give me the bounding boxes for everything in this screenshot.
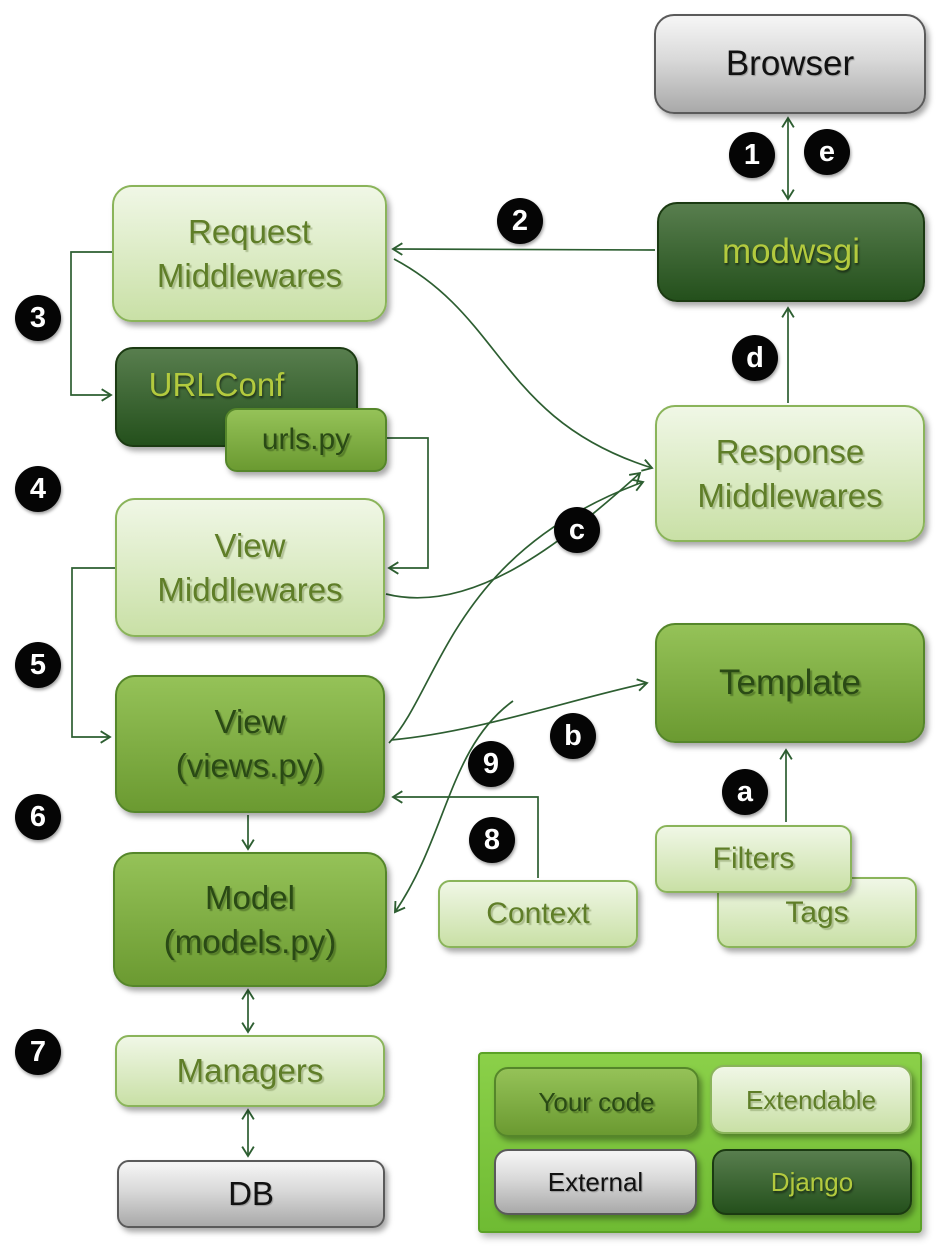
step-badge-5: 5 — [15, 642, 61, 688]
legend-external: External — [494, 1149, 697, 1215]
step-badge-2: 2 — [497, 198, 543, 244]
node-view-middlewares: View Middlewares — [115, 498, 385, 637]
node-context: Context — [438, 880, 638, 948]
step-badge-7: 7 — [15, 1029, 61, 1075]
arrow-view-middlewares-view — [71, 567, 115, 744]
node-template: Template — [655, 623, 925, 743]
curve-request-middlewares-response-middlewares — [393, 258, 654, 472]
node-filters: Filters — [655, 825, 852, 893]
step-badge-a: a — [722, 769, 768, 815]
node-managers: Managers — [115, 1035, 385, 1107]
legend-django: Django — [712, 1149, 912, 1215]
curve-view-template — [390, 678, 649, 741]
arrow-context-view — [391, 790, 539, 878]
node-urls-py: urls.py — [225, 408, 387, 472]
legend-your-code: Your code — [494, 1067, 699, 1137]
step-badge-6: 6 — [15, 794, 61, 840]
node-db: DB — [117, 1160, 385, 1228]
legend: Your code Extendable External Django — [478, 1052, 922, 1233]
node-modwsgi: modwsgi — [657, 202, 925, 302]
step-badge-8: 8 — [469, 817, 515, 863]
node-model: Model (models.py) — [113, 852, 387, 987]
curve-view-middlewares-response-middlewares — [385, 471, 642, 599]
step-badge-4: 4 — [15, 466, 61, 512]
step-badge-9: 9 — [468, 741, 514, 787]
node-browser: Browser — [654, 14, 926, 114]
step-badge-d: d — [732, 335, 778, 381]
legend-extendable: Extendable — [710, 1065, 912, 1134]
arrow-urlspy-view-middlewares — [387, 437, 429, 575]
step-badge-3: 3 — [15, 295, 61, 341]
arrow-request-middlewares-urlconf — [70, 251, 113, 402]
step-badge-c: c — [554, 507, 600, 553]
step-badge-e: e — [804, 129, 850, 175]
step-badge-1: 1 — [729, 132, 775, 178]
arrow-modwsgi-request-middlewares — [391, 242, 656, 256]
node-request-middlewares: Request Middlewares — [112, 185, 387, 322]
step-badge-b: b — [550, 713, 596, 759]
node-response-middlewares: Response Middlewares — [655, 405, 925, 542]
node-view: View (views.py) — [115, 675, 385, 813]
curve-view-response-middlewares — [388, 478, 645, 744]
